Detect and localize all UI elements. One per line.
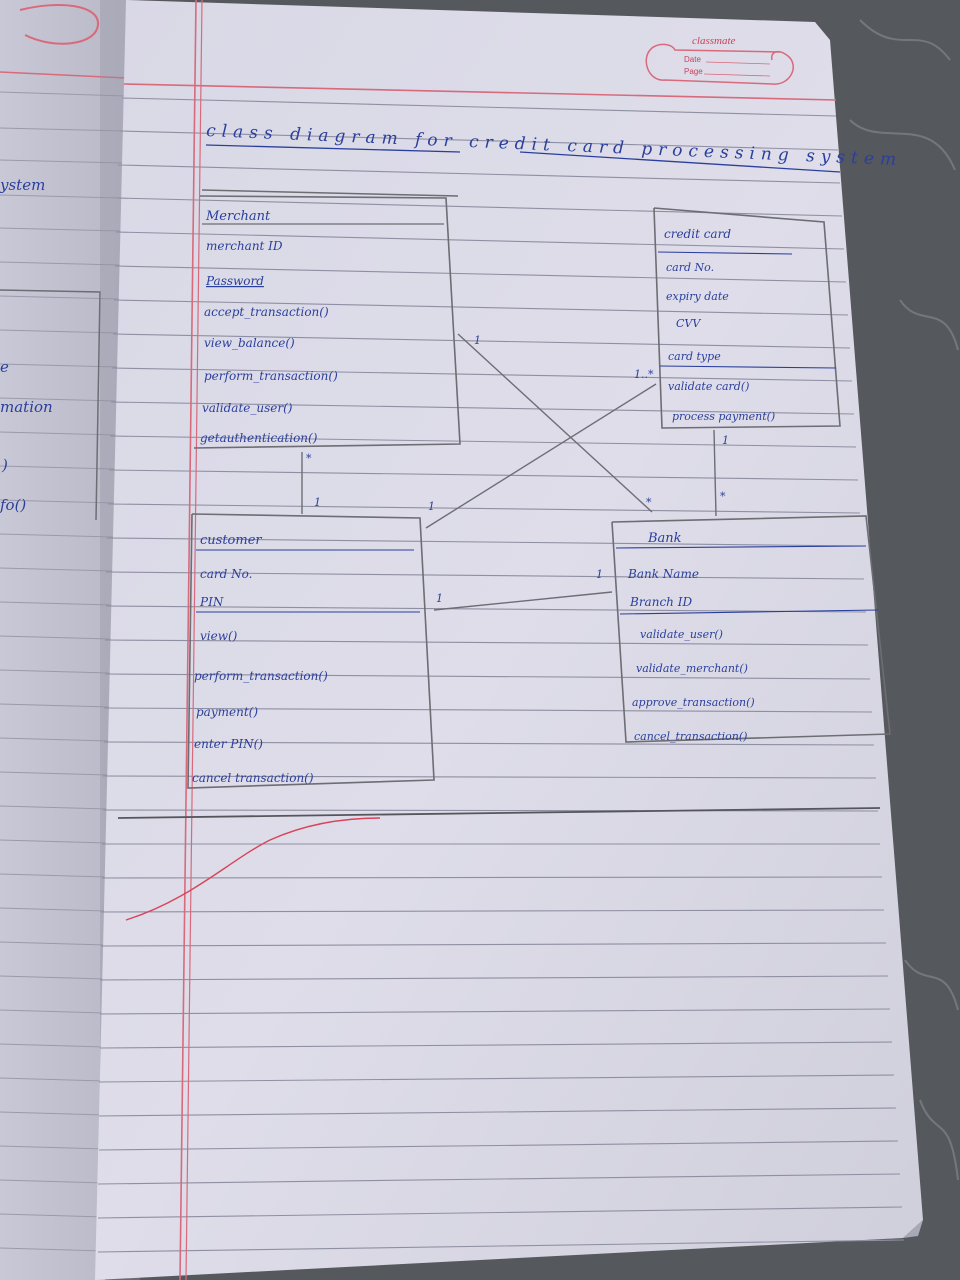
date-page-stamp: classmate Date Page bbox=[645, 35, 794, 85]
left-fragment-text: e bbox=[0, 358, 9, 376]
separator-line bbox=[201, 189, 459, 197]
credit-card-attribute: card No. bbox=[666, 261, 714, 274]
left-fragment-text: ) bbox=[1, 456, 8, 474]
bank-method: validate_merchant() bbox=[636, 662, 748, 675]
title-underline bbox=[519, 151, 841, 173]
customer-attribute: PIN bbox=[199, 595, 224, 609]
customer-class-name: customer bbox=[200, 533, 262, 548]
merchant-bank-association bbox=[457, 333, 653, 513]
bank-class-name: Bank bbox=[647, 531, 682, 546]
multiplicity-label: 1..* bbox=[634, 368, 654, 381]
bank-attribute: Bank Name bbox=[627, 567, 699, 581]
margin-line bbox=[185, 0, 203, 1280]
bank-method: approve_transaction() bbox=[632, 696, 755, 709]
left-page-box-edge bbox=[0, 289, 101, 521]
merchant-method: validate_user() bbox=[202, 401, 293, 415]
merchant-method: accept_transaction() bbox=[204, 305, 329, 319]
multiplicity-label: 1 bbox=[474, 334, 481, 347]
right-page bbox=[95, 0, 923, 1280]
closing-line bbox=[117, 807, 881, 819]
bank-attribute: Branch ID bbox=[629, 595, 692, 609]
left-fragment-text: fo() bbox=[0, 496, 26, 514]
associations bbox=[301, 333, 717, 611]
credit-card-attribute: card type bbox=[668, 350, 721, 363]
credit-card-attribute: expiry date bbox=[666, 290, 729, 303]
merchant-class-name: Merchant bbox=[205, 209, 271, 224]
customer-method: view() bbox=[200, 629, 238, 643]
multiplicity-label: 1 bbox=[314, 496, 321, 509]
multiplicity-label: 1 bbox=[428, 500, 435, 513]
multiplicity-label: 1 bbox=[436, 592, 443, 605]
left-page-ruling bbox=[0, 91, 126, 1252]
top-margin-line bbox=[123, 83, 837, 101]
merchant-attribute: Password bbox=[205, 274, 264, 288]
fabric-pattern bbox=[849, 19, 959, 1181]
page-label: Page bbox=[684, 67, 703, 76]
bank-class: Bank Bank Name Branch ID validate_user()… bbox=[611, 515, 891, 743]
page-ruling bbox=[97, 97, 905, 1253]
merchant-class: Merchant merchant ID Password accept_tra… bbox=[193, 195, 461, 449]
credit-card-class: credit card card No. expiry date CVV car… bbox=[653, 207, 841, 429]
multiplicity-label: 1 bbox=[722, 434, 729, 447]
page-corner bbox=[903, 1220, 923, 1238]
left-page-top-margin bbox=[0, 71, 127, 79]
merchant-method: getauthentication() bbox=[200, 431, 318, 445]
customer-method: cancel transaction() bbox=[192, 771, 314, 785]
title-underline bbox=[205, 144, 461, 153]
red-check-stroke bbox=[125, 817, 381, 921]
customer-method: perform_transaction() bbox=[194, 669, 328, 683]
date-label: Date bbox=[684, 55, 701, 64]
merchant-method: view_balance() bbox=[204, 336, 295, 350]
merchant-method: perform_transaction() bbox=[204, 369, 338, 383]
bank-method: validate_user() bbox=[640, 628, 723, 641]
left-fragment-text: mation bbox=[0, 398, 53, 416]
bank-method: cancel_transaction() bbox=[634, 730, 747, 743]
customer-attribute: card No. bbox=[200, 567, 252, 581]
left-page-scroll-ornament bbox=[19, 4, 100, 45]
customer-method: payment() bbox=[196, 705, 258, 719]
customer-class: customer card No. PIN view() perform_tra… bbox=[187, 513, 435, 789]
left-page bbox=[0, 0, 128, 1280]
credit-card-class-name: credit card bbox=[664, 227, 731, 241]
credit-card-method: validate card() bbox=[668, 380, 749, 393]
multiplicity-label: * bbox=[646, 496, 652, 509]
multiplicity-label: * bbox=[306, 452, 312, 465]
multiplicity-label: * bbox=[720, 490, 726, 503]
multiplicity-label: 1 bbox=[596, 568, 603, 581]
brand-label: classmate bbox=[692, 35, 736, 47]
merchant-attribute: merchant ID bbox=[206, 239, 283, 253]
margin-line bbox=[179, 0, 197, 1280]
customer-method: enter PIN() bbox=[194, 737, 263, 751]
customer-bank-association bbox=[433, 591, 613, 611]
multiplicity-labels: 1 * 1 1..* * 1 1 * 1 1 bbox=[306, 334, 729, 605]
left-fragment-text: ystem bbox=[0, 176, 45, 194]
card-bank-association bbox=[713, 429, 717, 517]
credit-card-method: process payment() bbox=[672, 410, 775, 423]
customer-card-association bbox=[425, 383, 657, 529]
left-page-fragments: ystem e mation ) fo() bbox=[0, 176, 53, 514]
credit-card-attribute: CVV bbox=[676, 317, 701, 330]
